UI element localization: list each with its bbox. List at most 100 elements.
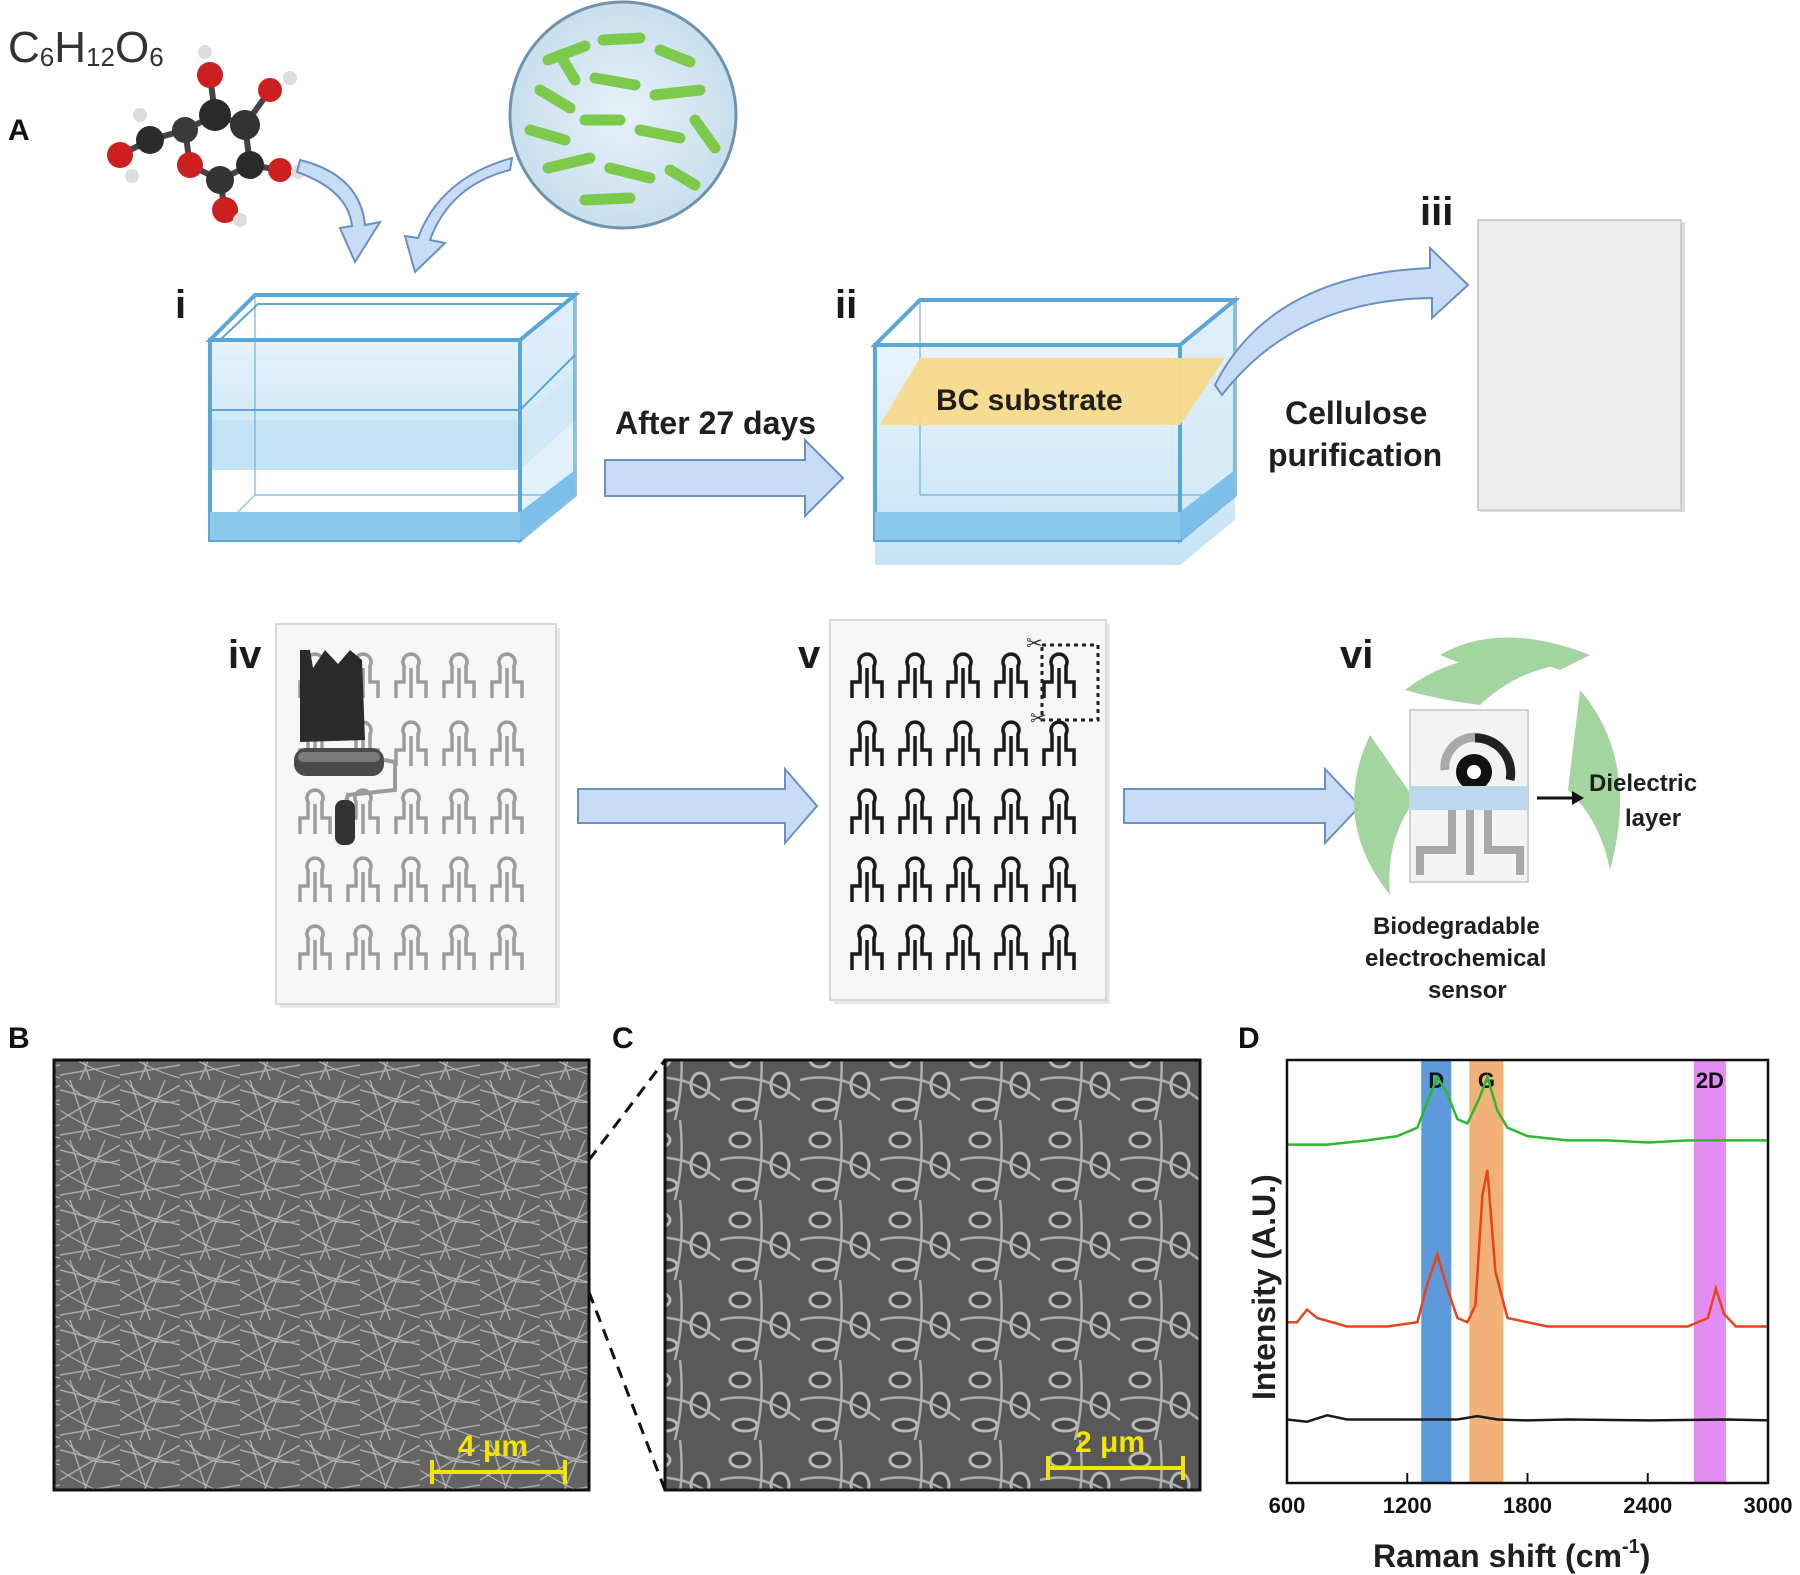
electrode-pattern-icon bbox=[946, 924, 980, 970]
electrode-pattern-icon bbox=[994, 856, 1028, 902]
step-label-i: i bbox=[175, 283, 186, 327]
electrode-pattern-icon bbox=[490, 788, 524, 834]
x-tick-label: 1800 bbox=[1503, 1493, 1552, 1518]
electrode-pattern-icon bbox=[394, 924, 428, 970]
spectrum-line-1 bbox=[1287, 1169, 1768, 1328]
paint-roller-icon bbox=[294, 650, 397, 845]
electrode-pattern-icon bbox=[442, 856, 476, 902]
x-tick-label: 3000 bbox=[1744, 1493, 1793, 1518]
band-g bbox=[1469, 1060, 1504, 1483]
curved-arrow-icon bbox=[295, 156, 514, 274]
electrochemical-sensor-icon bbox=[1409, 709, 1529, 883]
bc-substrate-label: BC substrate bbox=[936, 384, 1123, 417]
electrode-pattern-icon bbox=[994, 788, 1028, 834]
biodegradable-leaf-icon bbox=[1354, 637, 1620, 895]
scissors-icon: ✂ bbox=[1026, 633, 1043, 655]
electrode-pattern-icon bbox=[850, 652, 884, 698]
step-label-v: v bbox=[798, 633, 821, 677]
electrode-pattern-icon bbox=[994, 924, 1028, 970]
bc-substrate-layer bbox=[880, 358, 1225, 425]
purification-label-1: Cellulose bbox=[1285, 395, 1427, 431]
spectrum-line-2 bbox=[1286, 1414, 1769, 1423]
sensor-label-2: electrochemical bbox=[1365, 945, 1546, 972]
electrode-pattern-icon bbox=[394, 856, 428, 902]
electrode-pattern-icon bbox=[1042, 788, 1076, 834]
band-2d bbox=[1693, 1060, 1726, 1483]
electrode-pattern-icon bbox=[898, 652, 932, 698]
glucose-molecule-icon bbox=[107, 45, 305, 227]
electrode-pattern-icon bbox=[442, 652, 476, 698]
electrode-pattern-icon bbox=[898, 856, 932, 902]
electrode-pattern-icon bbox=[946, 720, 980, 766]
electrode-pattern-icon bbox=[346, 856, 380, 902]
sem-image-c bbox=[663, 1058, 1202, 1492]
panel-label-b: B bbox=[8, 1022, 30, 1055]
electrode-pattern-icon bbox=[850, 720, 884, 766]
panel-label-a: A bbox=[8, 114, 30, 147]
panel-label-d: D bbox=[1238, 1022, 1260, 1055]
electrode-pattern-icon bbox=[946, 856, 980, 902]
electrode-pattern-icon bbox=[490, 720, 524, 766]
step-label-ii: ii bbox=[835, 283, 857, 327]
electrode-pattern-icon bbox=[442, 924, 476, 970]
x-tick-label: 1200 bbox=[1383, 1493, 1432, 1518]
culture-tank-ii bbox=[870, 295, 1241, 565]
step-label-iv: iv bbox=[228, 633, 262, 677]
electrode-pattern-icon bbox=[994, 720, 1028, 766]
cut-outline bbox=[1040, 643, 1100, 722]
step-label-vi: vi bbox=[1340, 633, 1373, 677]
electrode-pattern-icon bbox=[394, 788, 428, 834]
electrode-printed-sheet-v: ✂ ✂ bbox=[829, 619, 1110, 1004]
electrode-pattern-icon bbox=[1042, 856, 1076, 902]
band-d bbox=[1421, 1060, 1452, 1483]
electrode-pattern-grid bbox=[850, 652, 1076, 970]
curved-arrow-icon bbox=[1213, 245, 1470, 397]
electrode-pattern-icon bbox=[394, 652, 428, 698]
scale-bar-label-c: 2 μm bbox=[1075, 1426, 1145, 1459]
sem-image-b bbox=[52, 1058, 591, 1492]
culture-tank-i bbox=[205, 290, 581, 545]
electrode-pattern-icon bbox=[898, 924, 932, 970]
purified-cellulose-sheet bbox=[1477, 219, 1685, 512]
electrode-pattern-icon bbox=[346, 788, 380, 834]
purification-label-2: purification bbox=[1268, 437, 1442, 473]
sensor-label-3: sensor bbox=[1428, 977, 1507, 1004]
dielectric-label-1: Dielectric bbox=[1589, 770, 1697, 797]
electrode-pattern-icon bbox=[394, 720, 428, 766]
electrode-pattern-icon bbox=[490, 652, 524, 698]
electrode-pattern-icon bbox=[850, 856, 884, 902]
electrode-pattern-icon bbox=[1042, 924, 1076, 970]
electrode-pattern-icon bbox=[898, 720, 932, 766]
step-label-iii: iii bbox=[1420, 190, 1453, 234]
chart-ylabel: Intensity (A.U.) bbox=[1246, 1174, 1282, 1400]
after-days-label: After 27 days bbox=[615, 405, 816, 441]
electrode-pattern-icon bbox=[298, 924, 332, 970]
electrode-pattern-icon bbox=[994, 652, 1028, 698]
electrode-pattern-icon bbox=[442, 720, 476, 766]
electrode-pattern-icon bbox=[490, 856, 524, 902]
electrode-pattern-icon bbox=[850, 924, 884, 970]
electrode-pattern-icon bbox=[490, 924, 524, 970]
electrode-pattern-icon bbox=[442, 788, 476, 834]
right-arrow-icon bbox=[577, 766, 819, 846]
electrode-pattern-icon bbox=[1042, 652, 1076, 698]
electrode-pattern-icon bbox=[898, 788, 932, 834]
electrode-pattern-icon bbox=[298, 856, 332, 902]
band-label: 2D bbox=[1696, 1068, 1724, 1093]
scissors-icon: ✂ bbox=[1030, 708, 1047, 730]
electrode-pattern-icon bbox=[946, 652, 980, 698]
x-tick-label: 2400 bbox=[1623, 1493, 1672, 1518]
electrode-pattern-icon bbox=[298, 788, 332, 834]
glucose-formula: C6H12O6 bbox=[8, 23, 164, 72]
right-arrow-icon bbox=[604, 437, 845, 519]
electrode-pattern-icon bbox=[850, 788, 884, 834]
dielectric-label-2: layer bbox=[1625, 805, 1681, 832]
x-tick-label: 600 bbox=[1269, 1493, 1306, 1518]
electrode-pattern-icon bbox=[1042, 720, 1076, 766]
bacteria-culture-icon bbox=[508, 0, 738, 230]
chart-xlabel: Raman shift (cm-1) bbox=[1373, 1536, 1650, 1574]
pointer-arrow-head bbox=[1572, 791, 1584, 805]
panel-label-c: C bbox=[612, 1022, 634, 1055]
